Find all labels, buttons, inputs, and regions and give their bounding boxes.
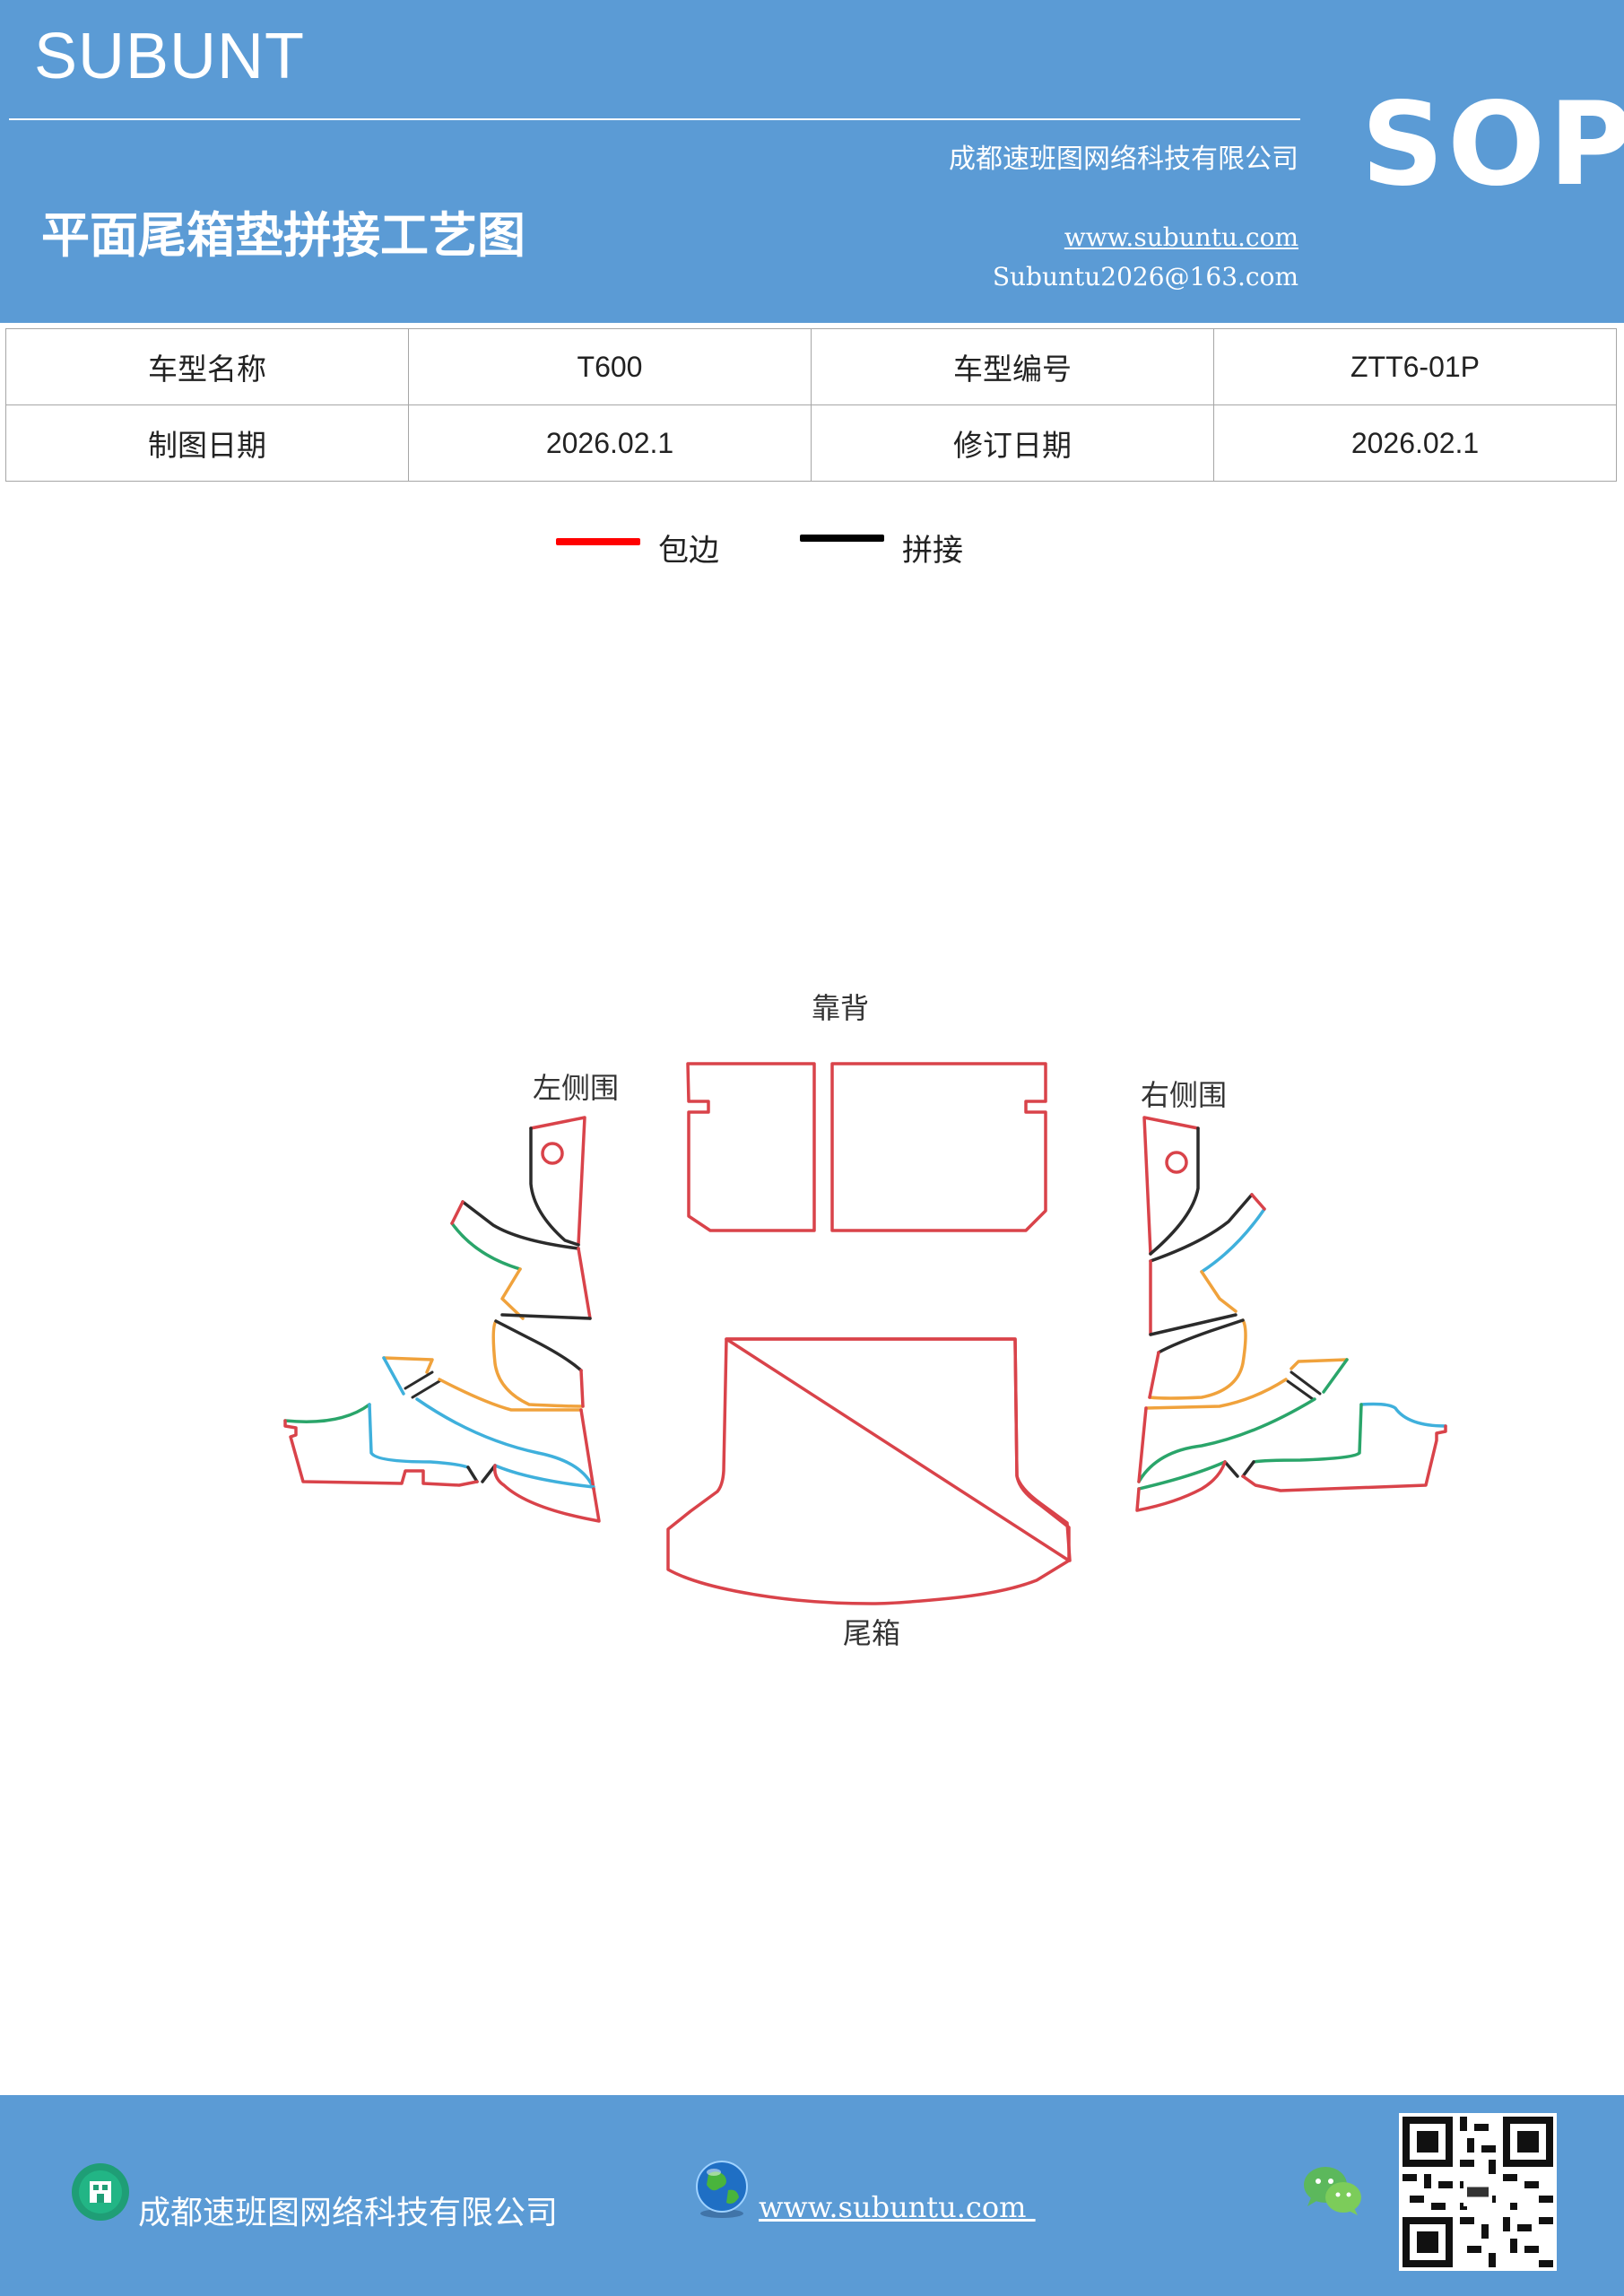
left-piece4-seam2 [411, 1379, 441, 1399]
left-piece4-orange-tab [382, 1356, 434, 1374]
right-piece4-orange-tab [1290, 1358, 1349, 1370]
left-piece2-seam-top [461, 1200, 580, 1250]
sop-badge: SOP [1361, 78, 1624, 212]
right-piece4-green [1137, 1397, 1316, 1483]
website-link[interactable]: www.subuntu.com [1064, 222, 1298, 252]
right-piece2-seam-top [1149, 1193, 1254, 1263]
trunk-floor-panel [725, 1337, 1072, 1562]
right-bottom-green2 [1137, 1460, 1227, 1491]
left-piece2-red-tip [450, 1200, 465, 1225]
right-bottom-red [1241, 1424, 1447, 1492]
left-hole [541, 1142, 564, 1165]
left-piece4-orange [438, 1378, 583, 1412]
right-piece2-blue [1200, 1207, 1266, 1274]
left-bottom-seam2 [481, 1464, 497, 1483]
right-bottom-seam [1241, 1460, 1255, 1478]
label-right-side: 右侧围 [1141, 1078, 1227, 1112]
label-backrest: 靠背 [812, 991, 869, 1025]
company-name: 成都速班图网络科技有限公司 [949, 144, 1298, 175]
left-piece4-red [579, 1408, 595, 1491]
left-piece4-blue-tab [382, 1356, 405, 1396]
table-cell: 车型名称 [5, 328, 409, 405]
wechat-icon [1304, 2167, 1361, 2215]
left-bottom-seam [466, 1465, 479, 1483]
left-piece4-blue [415, 1397, 595, 1491]
right-piece2-orange [1200, 1270, 1238, 1313]
table-cell: 车型编号 [811, 328, 1214, 405]
label-trunk: 尾箱 [843, 1616, 900, 1650]
right-top-edge [1142, 1116, 1200, 1256]
left-bottom-red2 [492, 1464, 601, 1523]
right-bottom-blue [1359, 1402, 1447, 1428]
table-cell: ZTT6-01P [1213, 328, 1617, 405]
right-piece3-seam [1157, 1318, 1245, 1354]
legend-seam-line [800, 535, 884, 542]
vehicle-info-table: 车型名称 T600 车型编号 ZTT6-01P 制图日期 2026.02.1 修… [5, 328, 1617, 482]
footer-company-name: 成都速班图网络科技有限公司 [138, 2195, 559, 2231]
left-piece2-seam-bot [500, 1313, 592, 1320]
table-row: 车型名称 T600 车型编号 ZTT6-01P [5, 328, 1617, 405]
right-piece3-orange [1148, 1318, 1247, 1400]
table-cell: 2026.02.1 [408, 404, 812, 482]
legend-edge-line [556, 538, 640, 545]
right-piece3-red [1148, 1351, 1160, 1399]
right-bottom-green [1252, 1403, 1363, 1464]
right-bottom-seam2 [1223, 1460, 1239, 1478]
header-divider [9, 118, 1300, 120]
footer-website-link[interactable]: www.subuntu.com [759, 2190, 1036, 2224]
globe-icon [696, 2161, 748, 2218]
right-piece4-seam2 [1286, 1379, 1315, 1401]
left-bottom-green [283, 1403, 371, 1423]
left-bottom-blue [368, 1403, 470, 1469]
right-piece4-red [1137, 1406, 1148, 1483]
table-cell: T600 [408, 328, 812, 405]
left-bottom-red [283, 1419, 479, 1487]
trunk-mat-diagram: 靠背 左侧围 右侧围 尾箱 [283, 991, 1447, 1650]
brand-name: SUBUNT [34, 21, 306, 92]
table-row: 制图日期 2026.02.1 修订日期 2026.02.1 [5, 404, 1617, 482]
left-piece2-orange [500, 1267, 525, 1320]
right-piece2-seam-bot [1149, 1313, 1238, 1336]
left-piece2-green [450, 1222, 522, 1271]
footer-banner: 成都速班图网络科技有限公司 www.subuntu.com [0, 2095, 1624, 2296]
right-piece2-red-tip [1250, 1193, 1266, 1211]
table-cell: 制图日期 [5, 404, 409, 482]
left-piece3-orange [491, 1319, 585, 1408]
legend-seam-label: 拼接 [902, 533, 963, 569]
right-top-seam [1149, 1126, 1200, 1256]
left-piece3-seam [494, 1319, 583, 1372]
left-top-seam [529, 1126, 580, 1247]
right-hole [1165, 1151, 1188, 1174]
right-bottom-red2 [1135, 1460, 1227, 1512]
email-address: Subuntu2026@163.com [992, 262, 1298, 291]
left-top-edge [529, 1116, 586, 1247]
building-icon [72, 2163, 129, 2221]
right-piece4-orange [1144, 1378, 1288, 1410]
backrest-right-panel [830, 1062, 1047, 1232]
left-bottom-blue2 [493, 1464, 595, 1489]
legend-edge-label: 包边 [658, 533, 719, 569]
trunk-floor-main [666, 1337, 1071, 1605]
left-piece3-red [579, 1369, 585, 1408]
right-piece4-green-tab [1322, 1358, 1349, 1394]
right-piece4-seam1 [1290, 1370, 1322, 1396]
qr-code [1399, 2113, 1557, 2271]
table-cell: 修订日期 [811, 404, 1214, 482]
left-piece2-red-side [577, 1247, 592, 1320]
backrest-left-panel [686, 1062, 816, 1232]
header-banner: SUBUNT 成都速班图网络科技有限公司 平面尾箱垫拼接工艺图 www.subu… [0, 0, 1624, 323]
document-title: 平面尾箱垫拼接工艺图 [41, 207, 525, 264]
label-left-side: 左侧围 [533, 1071, 619, 1105]
left-piece4-seam1 [404, 1370, 434, 1390]
table-cell: 2026.02.1 [1213, 404, 1617, 482]
